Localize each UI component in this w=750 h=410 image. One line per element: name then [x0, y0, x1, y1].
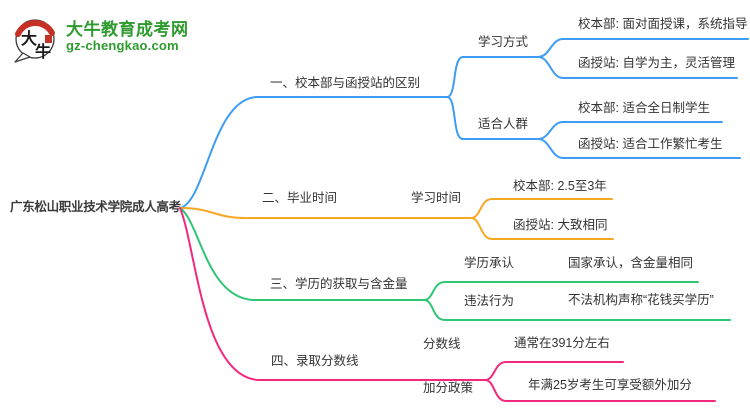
node-typical-score: 通常在391分左右	[514, 336, 610, 350]
node-study-method: 学习方式	[478, 35, 529, 49]
node-illegal-claim: 不法机构声称“花钱买学历”	[568, 293, 714, 307]
node-campus-teaching: 校本部: 面对面授课，系统指导	[578, 17, 748, 31]
branch-3-label: 三、学历的获取与含金量	[270, 277, 408, 291]
root-node: 广东松山职业技术学院成人高考	[10, 200, 181, 214]
node-age-bonus: 年满25岁考生可享受额外加分	[528, 378, 692, 392]
node-score-line: 分数线	[423, 337, 461, 351]
site-logo: 大 牛 大牛教育成考网 gz-chengkao.com	[8, 10, 189, 64]
branch-4-lines	[179, 207, 716, 402]
branch-3-lines	[179, 207, 731, 321]
node-illegal-behavior: 违法行为	[464, 294, 515, 308]
node-suitable-group: 适合人群	[478, 117, 529, 131]
branch-2-label: 二、毕业时间	[262, 191, 338, 205]
node-station-selfstudy: 函授站: 自学为主，灵活管理	[578, 56, 735, 70]
node-national-recognition: 国家承认，含金量相同	[568, 256, 694, 270]
node-study-time: 学习时间	[411, 191, 462, 205]
logo-char-1: 大	[21, 29, 37, 48]
branch-1-lines	[179, 38, 749, 209]
node-bonus-policy: 加分政策	[423, 381, 474, 395]
logo-char-2: 牛	[35, 42, 51, 61]
seal-stamp-icon	[45, 35, 52, 43]
logo-domain: gz-chengkao.com	[66, 38, 179, 54]
branch-1-label: 一、校本部与函授站的区别	[270, 76, 421, 90]
node-campus-fulltime: 校本部: 适合全日制学生	[578, 101, 710, 115]
branch-2-lines	[179, 198, 614, 240]
node-station-duration: 函授站: 大致相同	[513, 218, 608, 232]
bull-logo-icon: 大 牛	[14, 19, 55, 63]
branch-4-label: 四、录取分数线	[271, 354, 359, 368]
node-campus-duration: 校本部: 2.5至3年	[513, 179, 607, 193]
node-station-busy: 函授站: 适合工作繁忙考生	[578, 137, 723, 151]
logo-title: 大牛教育成考网	[66, 19, 189, 39]
node-degree-recognition: 学历承认	[464, 256, 515, 270]
